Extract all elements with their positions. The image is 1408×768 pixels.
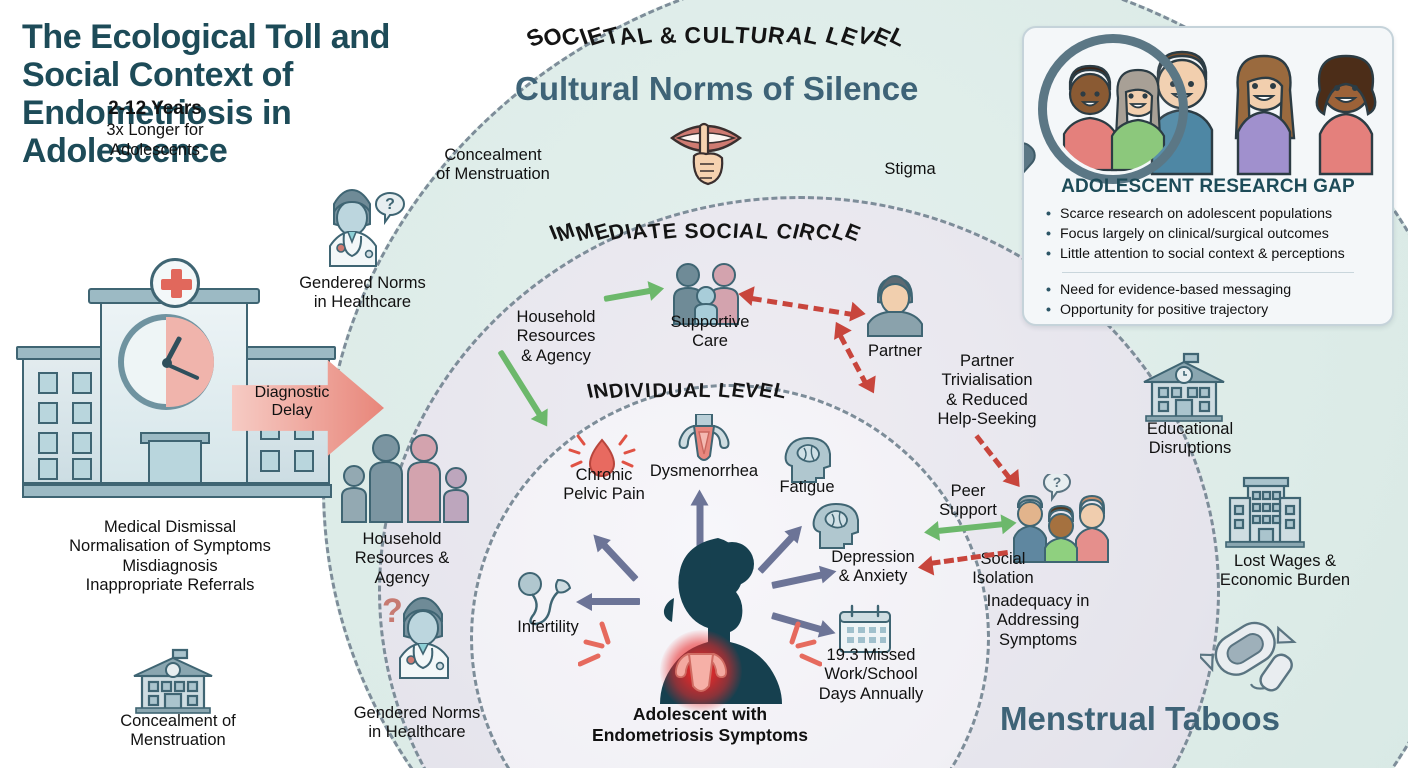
brain-head-icon-fatigue	[782, 434, 838, 489]
diagnostic-delay-stat: 2-12 Years 3x Longer for Adolescents	[60, 98, 250, 160]
label-household-resources-agency: Household Resources & Agency	[354, 530, 450, 587]
partner-avatar-icon	[860, 272, 930, 343]
label-partner-trivialisation: Partner Trivialisation & Reduced Help-Se…	[937, 352, 1037, 429]
magnifier-handle-icon	[1024, 137, 1041, 210]
uterus-icon-center	[674, 652, 728, 692]
brain-head-icon-depression	[810, 500, 866, 555]
label-infertility: Infertility	[517, 618, 579, 636]
arc-label-social-circle: IMMEDIATE SOCIAL CIRCLE	[546, 218, 865, 247]
adolescent-research-gap-panel: ADOLESCENT RESEARCH GAP Scarce research …	[1022, 26, 1394, 326]
calendar-icon	[836, 604, 894, 659]
label-gendered-norms-healthcare-top: Gendered Norms in Healthcare	[299, 274, 426, 312]
peer-group-icon: ?	[1008, 471, 1116, 569]
research-bullets-primary: Scarce research on adolescent population…	[1046, 204, 1382, 265]
label-social-isolation: Social Isolation	[972, 550, 1034, 588]
menstrual-products-icon	[1195, 612, 1306, 707]
school-building-icon	[1138, 352, 1230, 429]
label-concealment-of-menstruation-bottom: Concealment of Menstruation	[120, 712, 236, 750]
fallopian-tube-icon	[514, 570, 576, 637]
doctor-icon: ?	[316, 182, 406, 273]
label-inadequacy-addressing-symptoms: Inadequacy in Addressing Symptoms	[986, 592, 1090, 649]
label-chronic-pelvic-pain: Chronic Pelvic Pain	[563, 466, 645, 504]
stat-years: 2-12 Years	[108, 98, 202, 119]
supportive-family-icon	[666, 262, 746, 331]
pelvic-pain-icon	[566, 428, 638, 491]
research-bullet: Focus largely on clinical/surgical outco…	[1046, 224, 1382, 244]
label-center-caption: Adolescent with Endometriosis Symptoms	[592, 704, 808, 745]
label-missed-days: 19.3 Missed Work/School Days Annually	[818, 646, 924, 703]
arc-label-societal: SOCIETAL & CULTURAL LEVEL	[522, 20, 911, 53]
heading-cultural-norms-of-silence: Cultural Norms of Silence	[515, 70, 919, 107]
label-gendered-norms-healthcare-bottom: Gendered Norms in Healthcare	[353, 704, 481, 742]
uterus-icon	[672, 413, 736, 471]
shush-lips-icon	[666, 108, 746, 197]
svg-text:?: ?	[1053, 474, 1062, 490]
label-depression-anxiety: Depression & Anxiety	[831, 548, 915, 586]
doctor-icon-bottom: ?	[368, 588, 464, 685]
research-panel-title: ADOLESCENT RESEARCH GAP	[1061, 176, 1355, 197]
office-building-icon	[1222, 474, 1308, 555]
magnified-pair-icon	[1062, 64, 1166, 172]
pain-rays-right	[789, 621, 822, 667]
research-bullet: Scarce research on adolescent population…	[1046, 204, 1382, 224]
research-bullet: Opportunity for positive trajectory	[1046, 300, 1382, 320]
family-icon	[328, 432, 480, 529]
page-title: The Ecological Toll and Social Context o…	[22, 18, 390, 171]
label-lost-wages: Lost Wages & Economic Burden	[1219, 552, 1351, 590]
research-bullet: Little attention to social context & per…	[1046, 244, 1382, 264]
heading-menstrual-taboos: Menstrual Taboos	[1000, 700, 1280, 737]
label-household-resources-agency-arrow: Household Resources & Agency	[516, 308, 596, 365]
school-icon	[128, 648, 218, 719]
research-bullet: Need for evidence-based messaging	[1046, 280, 1382, 300]
clock-icon	[118, 314, 214, 410]
pain-rays-left	[578, 621, 611, 667]
label-diagnostic-delay: Diagnostic Delay	[254, 384, 330, 420]
label-dysmenorrhea: Dysmenorrhea	[649, 462, 759, 480]
research-bullets-secondary: Need for evidence-based messagingOpportu…	[1046, 280, 1382, 320]
svg-text:?: ?	[385, 196, 395, 213]
svg-text:?: ?	[382, 592, 403, 630]
label-medical-outcomes-list: Medical Dismissal Normalisation of Sympt…	[69, 518, 271, 595]
label-partner: Partner	[867, 342, 923, 360]
label-peer-support: Peer Support	[939, 482, 997, 520]
arc-label-individual: INDIVIDUAL LEVEL	[585, 379, 790, 404]
research-divider	[1062, 272, 1354, 273]
label-concealment-of-menstruation-top: Concealment of Menstruation	[436, 146, 550, 184]
stat-detail: 3x Longer for Adolescents	[106, 120, 204, 159]
label-educational-disruptions: Educational Disruptions	[1146, 420, 1234, 458]
medical-cross-icon	[150, 258, 200, 308]
label-fatigue: Fatigue	[779, 478, 835, 496]
label-supportive-care: Supportive Care	[670, 313, 750, 351]
label-stigma: Stigma	[884, 160, 936, 178]
adolescent-silhouette	[578, 520, 822, 720]
